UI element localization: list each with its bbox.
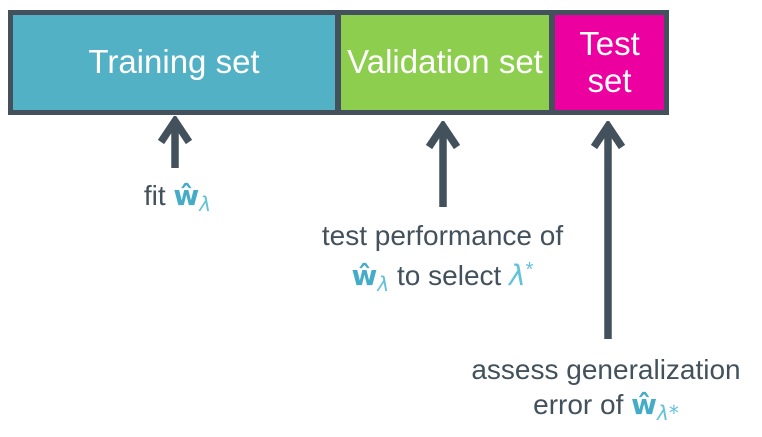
segment-test: Test set — [555, 15, 664, 110]
up-arrow-icon — [425, 121, 461, 207]
w-hat-symbol: ŵ — [351, 259, 378, 292]
lambda-subscript: λ — [377, 272, 390, 296]
fit-annotation-text: fit — [143, 180, 174, 211]
arrow-training — [153, 116, 197, 170]
arrow-validation — [421, 121, 465, 209]
segment-validation-label: Validation set — [347, 43, 543, 81]
lambda-subscript: λ — [199, 192, 212, 216]
segment-test-label: Test set — [579, 24, 640, 99]
arrow-test — [586, 121, 630, 341]
validation-annotation-line2: ŵλ to select λ* — [280, 253, 605, 302]
segment-validation: Validation set — [341, 15, 555, 110]
test-annotation: assess generalization error of ŵλ* — [450, 352, 762, 431]
up-arrow-icon — [157, 116, 193, 168]
dataset-bar: Training set Validation set Test set — [8, 10, 669, 115]
up-arrow-icon — [590, 121, 626, 339]
validation-annotation-mid: to select — [389, 260, 510, 291]
test-annotation-line2: error of ŵλ* — [450, 387, 762, 431]
w-hat-symbol: ŵ — [173, 179, 200, 212]
lambda-star-subscript: λ* — [657, 401, 679, 425]
segment-training-label: Training set — [88, 43, 260, 81]
lambda-symbol: λ — [509, 259, 526, 292]
test-annotation-line1: assess generalization — [471, 354, 741, 385]
test-annotation-prefix: error of — [533, 389, 632, 420]
star-superscript: * — [525, 259, 534, 281]
segment-training: Training set — [13, 15, 341, 110]
w-hat-symbol: ŵ — [631, 388, 658, 421]
validation-annotation-line1: test performance of — [321, 220, 564, 251]
validation-annotation: test performance of ŵλ to select λ* — [280, 218, 605, 302]
fit-annotation: fit ŵλ — [115, 178, 240, 222]
